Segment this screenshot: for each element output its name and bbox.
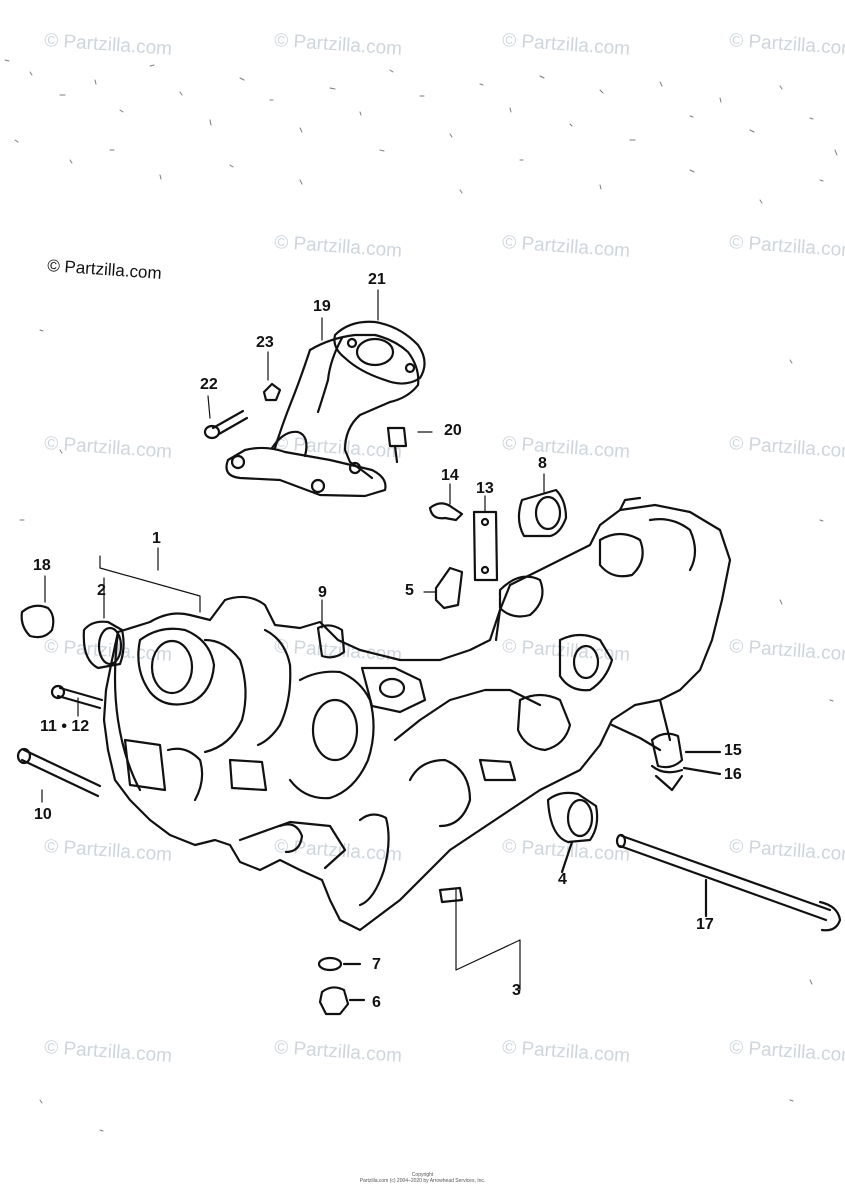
callout-19: 19 <box>313 298 331 315</box>
callout-3: 3 <box>512 982 521 999</box>
callout-18: 18 <box>33 557 51 574</box>
callout-6: 6 <box>372 994 381 1011</box>
footer-copyright-label: Copyright <box>411 1172 434 1178</box>
callout-14: 14 <box>441 467 459 484</box>
callout-21: 21 <box>368 271 386 288</box>
callout-11-12: 11 • 12 <box>40 718 90 735</box>
callout-16: 16 <box>724 766 742 783</box>
callout-5: 5 <box>405 582 414 599</box>
callout-22: 22 <box>200 376 218 393</box>
callout-17: 17 <box>696 916 714 933</box>
callout-13: 13 <box>476 480 494 497</box>
footer-copyright-text: Partzilla.com (c) 2004–2020 by Arrowhead… <box>359 1178 486 1184</box>
callout-23: 23 <box>256 334 274 351</box>
callout-10: 10 <box>34 806 52 823</box>
callout-15: 15 <box>724 742 742 759</box>
callout-8: 8 <box>538 455 547 472</box>
callout-7: 7 <box>372 956 381 973</box>
callout-2: 2 <box>97 582 106 599</box>
callout-4: 4 <box>558 871 567 888</box>
callout-1: 1 <box>152 530 161 547</box>
callout-9: 9 <box>318 584 327 601</box>
callout-20: 20 <box>444 422 462 439</box>
